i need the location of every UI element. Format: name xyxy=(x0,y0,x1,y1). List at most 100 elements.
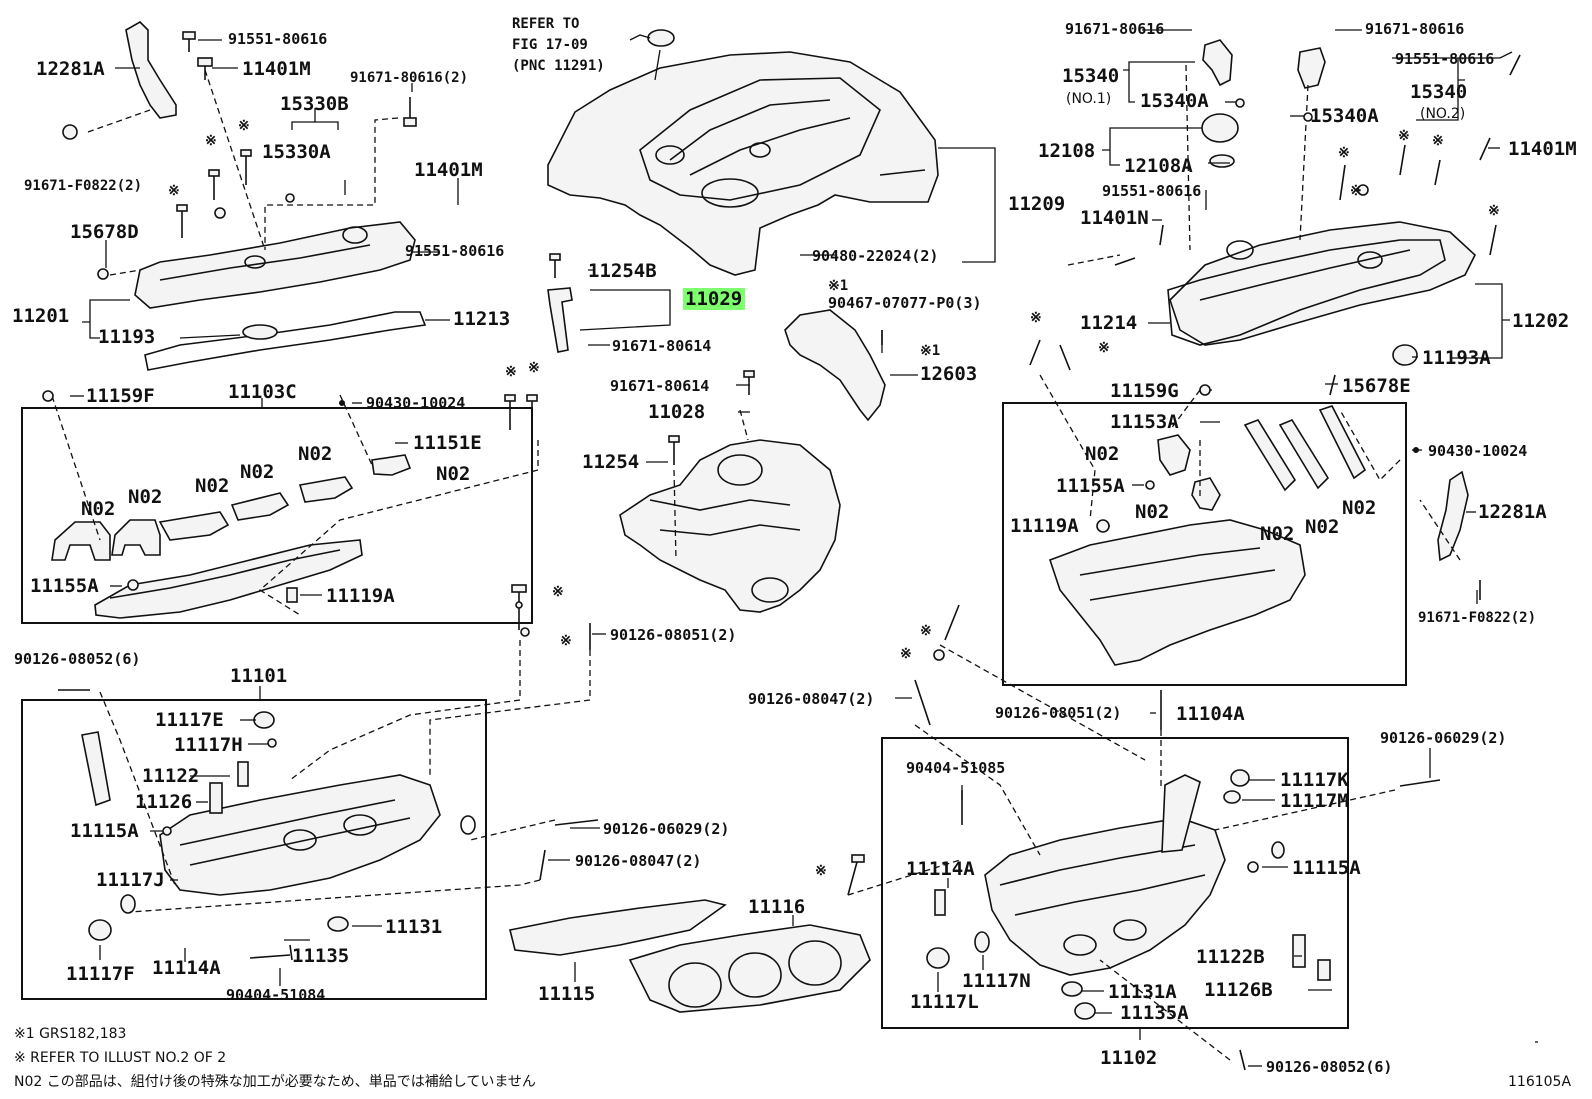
label-n02-r5[interactable]: N02 xyxy=(1342,497,1376,519)
label-11103C[interactable]: 11103C xyxy=(228,381,297,403)
label-91671-80616-r2[interactable]: 91671-80616 xyxy=(1365,20,1464,38)
label-91671-F0822-2[interactable]: 91671-F0822(2) xyxy=(24,178,142,194)
label-12108[interactable]: 12108 xyxy=(1038,140,1095,162)
label-91671-80616-r1[interactable]: 91671-80616 xyxy=(1065,20,1164,38)
label-11193[interactable]: 11193 xyxy=(98,326,155,348)
label-12281A[interactable]: 12281A xyxy=(36,58,105,80)
label-15340A-no2[interactable]: 15340A xyxy=(1310,105,1379,127)
label-91671-80616-2[interactable]: 91671-80616(2) xyxy=(350,70,468,86)
label-11201[interactable]: 11201 xyxy=(12,305,69,327)
label-11116[interactable]: 11116 xyxy=(748,896,805,918)
label-90126-08051-2[interactable]: 90126-08051(2) xyxy=(610,626,736,644)
label-n02-6[interactable]: N02 xyxy=(436,463,470,485)
label-91551-80616-b[interactable]: 91551-80616 xyxy=(405,242,504,260)
label-11209[interactable]: 11209 xyxy=(1008,193,1065,215)
label-n02-r1[interactable]: N02 xyxy=(1085,443,1119,465)
label-n02-2[interactable]: N02 xyxy=(128,486,162,508)
label-n02-r4[interactable]: N02 xyxy=(1305,516,1339,538)
label-11029[interactable]: 11029 xyxy=(685,288,742,310)
label-11117J[interactable]: 11117J xyxy=(96,869,165,891)
label-11153A[interactable]: 11153A xyxy=(1110,411,1179,433)
label-11119A[interactable]: 11119A xyxy=(326,585,395,607)
label-11117K[interactable]: 11117K xyxy=(1280,769,1349,791)
label-90126-06029-2-r[interactable]: 90126-06029(2) xyxy=(1380,729,1506,747)
label-90430-10024-r[interactable]: 90430-10024 xyxy=(1428,442,1527,460)
label-11117E[interactable]: 11117E xyxy=(155,709,224,731)
label-11151E[interactable]: 11151E xyxy=(413,432,482,454)
label-11159G[interactable]: 11159G xyxy=(1110,380,1179,402)
label-15340-no1[interactable]: 15340 xyxy=(1062,65,1119,87)
label-11135A[interactable]: 11135A xyxy=(1120,1002,1189,1024)
label-91671-F0822-2-r[interactable]: 91671-F0822(2) xyxy=(1418,610,1536,626)
label-11126[interactable]: 11126 xyxy=(135,791,192,813)
label-11114A-r[interactable]: 11114A xyxy=(906,858,975,880)
label-11214[interactable]: 11214 xyxy=(1080,312,1137,334)
label-11115A-r[interactable]: 11115A xyxy=(1292,857,1361,879)
label-90126-08052-6-r[interactable]: 90126-08052(6) xyxy=(1266,1058,1392,1076)
label-90126-08051-2-r[interactable]: 90126-08051(2) xyxy=(995,704,1121,722)
label-11155A[interactable]: 11155A xyxy=(30,575,99,597)
label-91671-80614-b[interactable]: 91671-80614 xyxy=(610,377,709,395)
label-11131A[interactable]: 11131A xyxy=(1108,981,1177,1003)
label-11104A[interactable]: 11104A xyxy=(1176,703,1245,725)
label-n02-4[interactable]: N02 xyxy=(240,461,274,483)
intake-manifold xyxy=(619,439,841,613)
label-11401N[interactable]: 11401N xyxy=(1080,207,1149,229)
label-n02-3[interactable]: N02 xyxy=(195,475,229,497)
label-11401M-r[interactable]: 11401M xyxy=(1508,138,1577,160)
label-90126-08052-6[interactable]: 90126-08052(6) xyxy=(14,650,140,668)
label-15340A-no1[interactable]: 15340A xyxy=(1140,90,1209,112)
label-15340-no2[interactable]: 15340 xyxy=(1410,81,1467,103)
label-15330A[interactable]: 15330A xyxy=(262,141,331,163)
label-11202[interactable]: 11202 xyxy=(1512,310,1569,332)
label-11117N[interactable]: 11117N xyxy=(962,970,1031,992)
label-11131[interactable]: 11131 xyxy=(385,916,442,938)
label-11115[interactable]: 11115 xyxy=(538,983,595,1005)
label-n02-5[interactable]: N02 xyxy=(298,443,332,465)
label-91551-80616[interactable]: 91551-80616 xyxy=(228,30,327,48)
label-11135[interactable]: 11135 xyxy=(292,945,349,967)
label-91551-80616-r[interactable]: 91551-80616 xyxy=(1395,50,1494,68)
label-11193A[interactable]: 11193A xyxy=(1422,347,1491,369)
label-90126-08047-2[interactable]: 90126-08047(2) xyxy=(575,852,701,870)
label-12603[interactable]: 12603 xyxy=(920,363,977,385)
label-11122[interactable]: 11122 xyxy=(142,765,199,787)
label-11159F[interactable]: 11159F xyxy=(86,385,155,407)
label-n02-r2[interactable]: N02 xyxy=(1135,501,1169,523)
label-11126B[interactable]: 11126B xyxy=(1204,979,1273,1001)
label-11213[interactable]: 11213 xyxy=(453,308,510,330)
label-11401M[interactable]: 11401M xyxy=(242,58,311,80)
label-11117H[interactable]: 11117H xyxy=(174,734,243,756)
plug-11117K xyxy=(1230,769,1250,787)
label-11117M[interactable]: 11117M xyxy=(1280,790,1349,812)
label-n02-r3[interactable]: N02 xyxy=(1260,523,1294,545)
label-11119A-r[interactable]: 11119A xyxy=(1010,515,1079,537)
label-90404-51085[interactable]: 90404-51085 xyxy=(906,759,1005,777)
label-15678D[interactable]: 15678D xyxy=(70,221,139,243)
label-91671-80614-a[interactable]: 91671-80614 xyxy=(612,337,711,355)
label-11254B[interactable]: 11254B xyxy=(588,260,657,282)
label-15678E[interactable]: 15678E xyxy=(1342,375,1411,397)
label-90480-22024-2[interactable]: 90480-22024(2) xyxy=(812,247,938,265)
label-15330B[interactable]: 15330B xyxy=(280,93,349,115)
label-11155A-r[interactable]: 11155A xyxy=(1056,475,1125,497)
label-11115A[interactable]: 11115A xyxy=(70,820,139,842)
label-11117F[interactable]: 11117F xyxy=(66,963,135,985)
label-11401M-b[interactable]: 11401M xyxy=(414,159,483,181)
label-90467-07077-P0-3[interactable]: 90467-07077-P0(3) xyxy=(828,294,982,312)
label-90404-51084[interactable]: 90404-51084 xyxy=(226,986,325,1004)
label-11101[interactable]: 11101 xyxy=(230,665,287,687)
label-11028[interactable]: 11028 xyxy=(648,401,705,423)
label-11102[interactable]: 11102 xyxy=(1100,1047,1157,1069)
label-91551-80616-r2[interactable]: 91551-80616 xyxy=(1102,182,1201,200)
label-12281A-r[interactable]: 12281A xyxy=(1478,501,1547,523)
label-90430-10024[interactable]: 90430-10024 xyxy=(366,394,465,412)
label-11114A[interactable]: 11114A xyxy=(152,957,221,979)
label-11254[interactable]: 11254 xyxy=(582,451,639,473)
label-90126-06029-2[interactable]: 90126-06029(2) xyxy=(603,820,729,838)
label-90126-08047-2-r[interactable]: 90126-08047(2) xyxy=(748,690,874,708)
label-11122B[interactable]: 11122B xyxy=(1196,946,1265,968)
label-n02-1[interactable]: N02 xyxy=(81,498,115,520)
label-11117L[interactable]: 11117L xyxy=(910,991,979,1013)
label-12108A[interactable]: 12108A xyxy=(1124,155,1193,177)
